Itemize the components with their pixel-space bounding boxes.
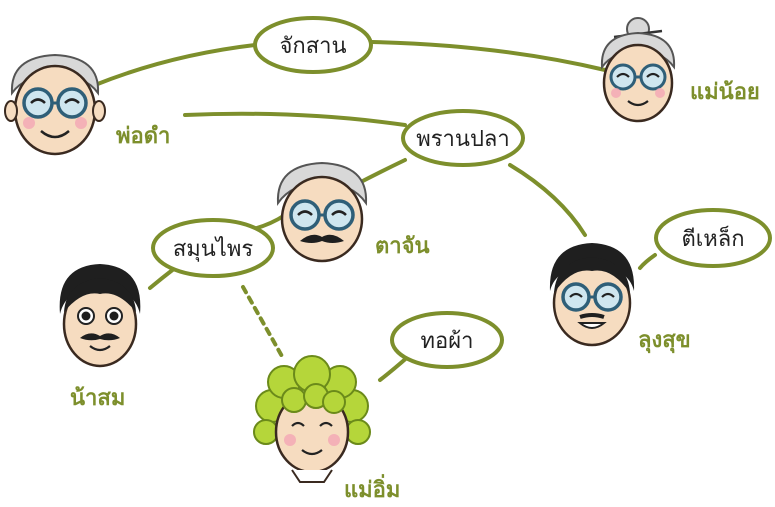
man-mustache-icon — [59, 264, 141, 368]
bubble-pranpla — [401, 109, 525, 167]
bubble-pranpla-label: พรานปลา — [416, 127, 510, 152]
woman-curly-green-hair-icon — [253, 355, 371, 483]
bubble-chaksan-label: จักสาน — [279, 34, 346, 59]
connector-samunprai-nasom — [148, 266, 177, 290]
connector-pranpla-lungsuk — [508, 163, 587, 237]
connector-tilek-lungsuk — [638, 253, 657, 270]
man-glasses-icon — [549, 243, 635, 347]
bubble-tilek — [654, 208, 772, 268]
bubble-chaksan — [253, 16, 373, 74]
grandpa-glasses-icon — [4, 53, 106, 156]
connector-samunprai-maeim-dotted — [241, 285, 285, 360]
person-name-tajan: ตาจัน — [375, 234, 430, 259]
bubble-samunprai-label: สมุนไพร — [173, 236, 254, 262]
connector-phodam-chaksan — [93, 43, 257, 87]
person-name-phodam: พ่อดำ — [116, 124, 171, 149]
bubble-samunprai — [151, 218, 275, 278]
connector-chaksan-maenoi — [370, 40, 607, 72]
person-name-lungsuk: ลุงสุข — [638, 328, 691, 353]
grandma-bun-glasses-icon — [600, 17, 676, 123]
bubble-tilek-label: ตีเหล็ก — [681, 224, 744, 252]
bubble-thopha-label: ทอผ้า — [421, 329, 474, 354]
person-name-nasom: น้าสม — [70, 386, 126, 411]
connector-phodam-pranpla — [183, 111, 407, 127]
person-name-maeim: แม่อิ่ม — [344, 478, 401, 503]
person-name-maenoi: แม่น้อย — [690, 80, 760, 105]
bubble-thopha — [390, 311, 504, 369]
elder-mustache-glasses-icon — [276, 161, 368, 263]
